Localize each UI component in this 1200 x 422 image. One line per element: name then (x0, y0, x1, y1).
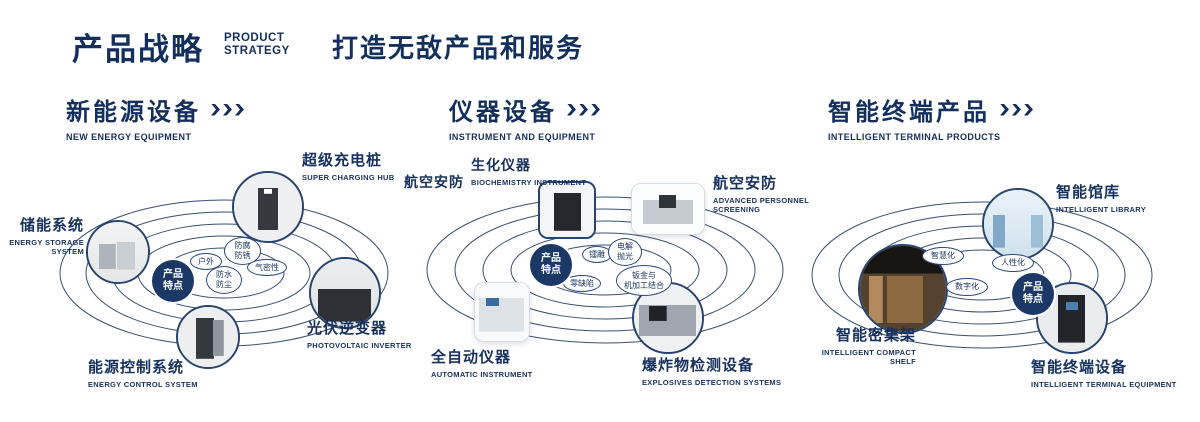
product-image-pv-inverter (309, 257, 381, 329)
feature-bubble-sheet-metal: 钣金与 机加工结合 (616, 265, 672, 296)
page-title-en: PRODUCT STRATEGY (224, 32, 290, 58)
control-cabinet-photo (178, 307, 238, 367)
charging-pile-photo (234, 173, 302, 241)
feature-bubble-smart: 智慧化 (922, 247, 964, 265)
feature-bubble-digital: 数字化 (946, 278, 988, 296)
features-badge: 产品 特点 (152, 260, 194, 302)
feature-bubble-electropolishing: 电解 抛光 (608, 238, 642, 266)
product-name-en: BIOCHEMISTRY INSTRUMENT (471, 178, 587, 187)
features-badge: 产品 特点 (530, 244, 572, 286)
product-label-intelligent-library: 智能馆库 INTELLIGENT LIBRARY (1056, 181, 1146, 214)
page-title: 产品战略 (72, 32, 204, 67)
product-name: 智能终端设备 (1031, 359, 1128, 376)
triple-arrow-icon (211, 103, 244, 116)
section-title: 仪器设备 (449, 99, 557, 126)
product-label-aviation-security: 航空安防 ADVANCED PERSONNEL SCREENING (713, 172, 809, 214)
inverter-photo (311, 259, 379, 327)
product-label-explosives-detection: 爆炸物检测设备 EXPLOSIVES DETECTION SYSTEMS (642, 354, 781, 387)
product-name-en: ADVANCED PERSONNEL SCREENING (713, 196, 810, 214)
product-image-intelligent-library (982, 188, 1054, 260)
library-room-photo (984, 190, 1052, 258)
product-label-intelligent-terminal: 智能终端设备 INTELLIGENT TERMINAL EQUIPMENT (1031, 356, 1177, 389)
section-header-intelligent: 智能终端产品 INTELLIGENT TERMINAL PRODUCTS (828, 92, 1033, 142)
product-image-biochemistry (538, 181, 596, 239)
product-image-aviation-security (631, 183, 705, 235)
features-badge: 产品 特点 (1012, 273, 1054, 315)
product-image-energy-control (176, 305, 240, 369)
product-label-energy-control: 能源控制系统 ENERGY CONTROL SYSTEM (88, 356, 198, 389)
section-header-instrument: 仪器设备 INSTRUMENT AND EQUIPMENT (449, 92, 600, 142)
automatic-instrument-photo (475, 283, 529, 341)
feature-bubble-waterproof: 防水 防尘 (206, 266, 242, 294)
triple-arrow-icon (1000, 103, 1033, 116)
section-subtitle: NEW ENERGY EQUIPMENT (66, 132, 192, 142)
section-title: 智能终端产品 (828, 99, 990, 126)
product-label-energy-storage: 储能系统 ENERGY STORAGE SYSTEM (2, 214, 84, 256)
product-name: 全自动仪器 (431, 349, 512, 366)
product-name: 智能馆库 (1056, 184, 1121, 201)
product-name-en: INTELLIGENT COMPACT SHELF (821, 348, 916, 366)
label-aviation-security-left: 航空安防 (404, 174, 464, 190)
page-tagline: 打造无敌产品和服务 (332, 33, 585, 63)
section-title: 新能源设备 (66, 99, 201, 126)
product-label-automatic-instrument: 全自动仪器 AUTOMATIC INSTRUMENT (431, 346, 533, 379)
feature-bubble-humanized: 人性化 (992, 254, 1034, 272)
product-name-en: EXPLOSIVES DETECTION SYSTEMS (642, 378, 782, 387)
product-name: 智能密集架 (835, 327, 916, 344)
product-label-biochemistry: 生化仪器 BIOCHEMISTRY INSTRUMENT (471, 155, 586, 187)
triple-arrow-icon (567, 103, 600, 116)
product-image-energy-storage (86, 220, 150, 284)
storage-cabinet-photo (88, 222, 148, 282)
feature-bubble-zero-defect: 零缺陷 (563, 275, 601, 292)
personnel-screening-photo (632, 184, 704, 234)
product-image-automatic-instrument (474, 282, 530, 342)
product-name-en: SUPER CHARGING HUB (302, 173, 395, 182)
product-name-en: INTELLIGENT LIBRARY (1056, 205, 1147, 214)
section-subtitle: INTELLIGENT TERMINAL PRODUCTS (828, 132, 1001, 142)
product-name: 航空安防 (713, 175, 778, 192)
product-name-en: PHOTOVOLTAIC INVERTER (307, 341, 412, 350)
product-label-super-charging-hub: 超级充电桩 SUPER CHARGING HUB (302, 149, 395, 182)
product-name: 光伏逆变器 (307, 320, 388, 337)
biochemistry-instrument-photo (540, 183, 594, 237)
feature-bubble-outdoor: 户外 (190, 253, 222, 270)
orbit-rings-instrument (426, 196, 784, 344)
product-label-compact-shelf: 智能密集架 INTELLIGENT COMPACT SHELF (820, 324, 916, 366)
product-name: 超级充电桩 (302, 152, 383, 169)
feature-bubble-airtight: 气密性 (247, 259, 287, 276)
product-label-pv-inverter: 光伏逆变器 PHOTOVOLTAIC INVERTER (307, 317, 412, 350)
product-name-en: ENERGY CONTROL SYSTEM (88, 380, 198, 389)
product-name: 爆炸物检测设备 (642, 357, 755, 374)
product-image-super-charging-hub (232, 171, 304, 243)
product-name: 生化仪器 (471, 157, 531, 173)
product-name-en: AUTOMATIC INSTRUMENT (431, 370, 533, 379)
product-name: 能源控制系统 (88, 359, 185, 376)
section-header-new-energy: 新能源设备 NEW ENERGY EQUIPMENT (66, 92, 244, 142)
section-subtitle: INSTRUMENT AND EQUIPMENT (449, 132, 596, 142)
product-name-en: INTELLIGENT TERMINAL EQUIPMENT (1031, 380, 1177, 389)
product-name: 储能系统 (19, 217, 84, 234)
product-name-en: ENERGY STORAGE SYSTEM (9, 238, 84, 256)
